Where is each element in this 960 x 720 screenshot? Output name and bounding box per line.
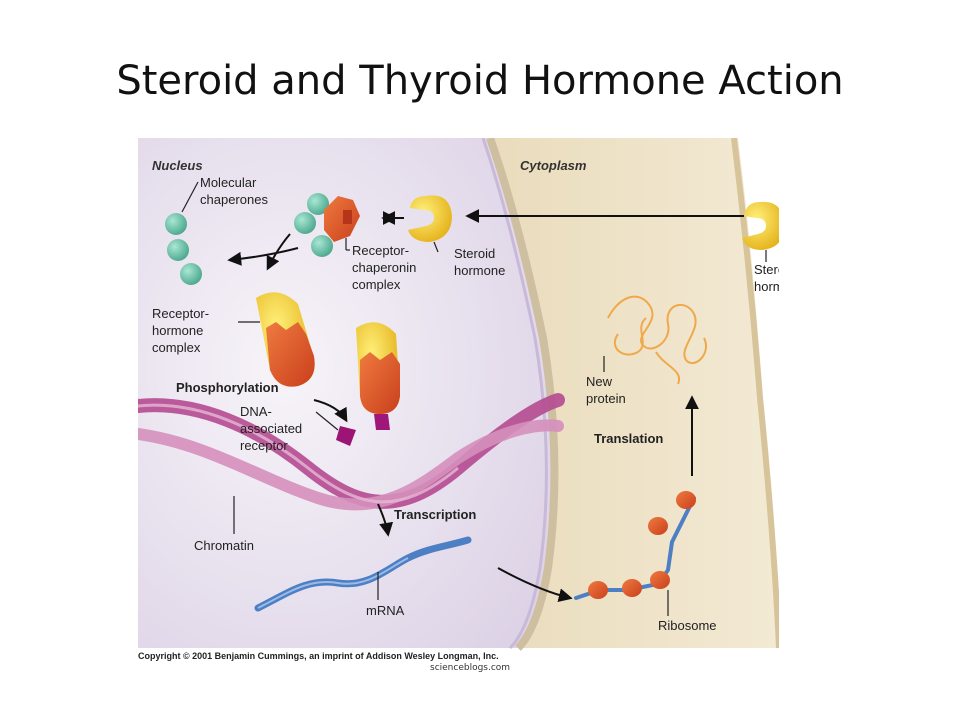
copyright-notice: Copyright © 2001 Benjamin Cummings, an i… [138, 651, 499, 661]
dna-receptor-mark [336, 426, 356, 446]
dna-bound-receptor [356, 322, 400, 430]
ribosome-chain [574, 491, 696, 600]
steroid-hormone-outer [742, 201, 779, 250]
phosphorylation-label: Phosphorylation [176, 380, 279, 395]
ribosome-label: Ribosome [658, 618, 717, 633]
new-protein-label-1: New [586, 374, 613, 389]
steroid-hormone-outer-label-1: Steroid [754, 262, 779, 277]
molecular-chaperones-label-1: Molecular [200, 175, 257, 190]
chaperones-leader [181, 181, 199, 213]
receptor-hormone-label-1: Receptor- [152, 306, 209, 321]
receptor-chaperonin-complex [294, 193, 360, 257]
slide-title: Steroid and Thyroid Hormone Action [116, 58, 844, 104]
cell-membrane [731, 138, 779, 649]
molecular-chaperones-label-2: chaperones [200, 192, 268, 207]
dna-associated-receptor-label-1: DNA- [240, 404, 272, 419]
diagram-canvas: Nucleus Cytoplasm Molecular chaperones R… [138, 138, 779, 651]
chromatin-label: Chromatin [194, 538, 254, 553]
binding-arrow [266, 233, 291, 271]
nucleus-region [138, 138, 555, 648]
transcription-label: Transcription [394, 507, 476, 522]
mrna-label: mRNA [366, 603, 405, 618]
steroid-hormone-outer-label-2: hormone [754, 279, 779, 294]
transcription-arrow [377, 503, 394, 537]
receptor-hormone-label-3: complex [152, 340, 201, 355]
hormone-action-diagram: Nucleus Cytoplasm Molecular chaperones R… [138, 138, 779, 663]
image-source: scienceblogs.com [430, 663, 511, 673]
steroid-hormone-inner [408, 195, 452, 242]
dna-associated-receptor-label-2: associated [240, 421, 302, 436]
mrna-strand [254, 536, 472, 612]
translation-label: Translation [594, 431, 663, 446]
steroid-hormone-inner-label-1: Steroid [454, 246, 495, 261]
receptor-chaperonin-label-1: Receptor- [352, 243, 409, 258]
new-protein-label-2: protein [586, 391, 626, 406]
receptor-chaperonin-label-2: chaperonin [352, 260, 416, 275]
export-arrow [497, 567, 573, 603]
release-arrow [227, 247, 299, 266]
receptor-hormone-label-2: hormone [152, 323, 203, 338]
receptor-chaperonin-label-3: complex [352, 277, 401, 292]
cytoplasm-label: Cytoplasm [520, 158, 587, 173]
new-protein [607, 295, 707, 385]
nuclear-envelope-inner [481, 138, 548, 650]
steroid-hormone-inner-label-2: hormone [454, 263, 505, 278]
free-chaperones [165, 213, 202, 285]
nuclear-envelope [486, 138, 559, 651]
nucleus-label: Nucleus [152, 158, 203, 173]
receptor-hormone-complex [256, 292, 315, 387]
phosphorylation-arrow [313, 399, 348, 423]
chromatin-dna [138, 393, 565, 511]
dna-associated-receptor-label-3: receptor [240, 438, 288, 453]
